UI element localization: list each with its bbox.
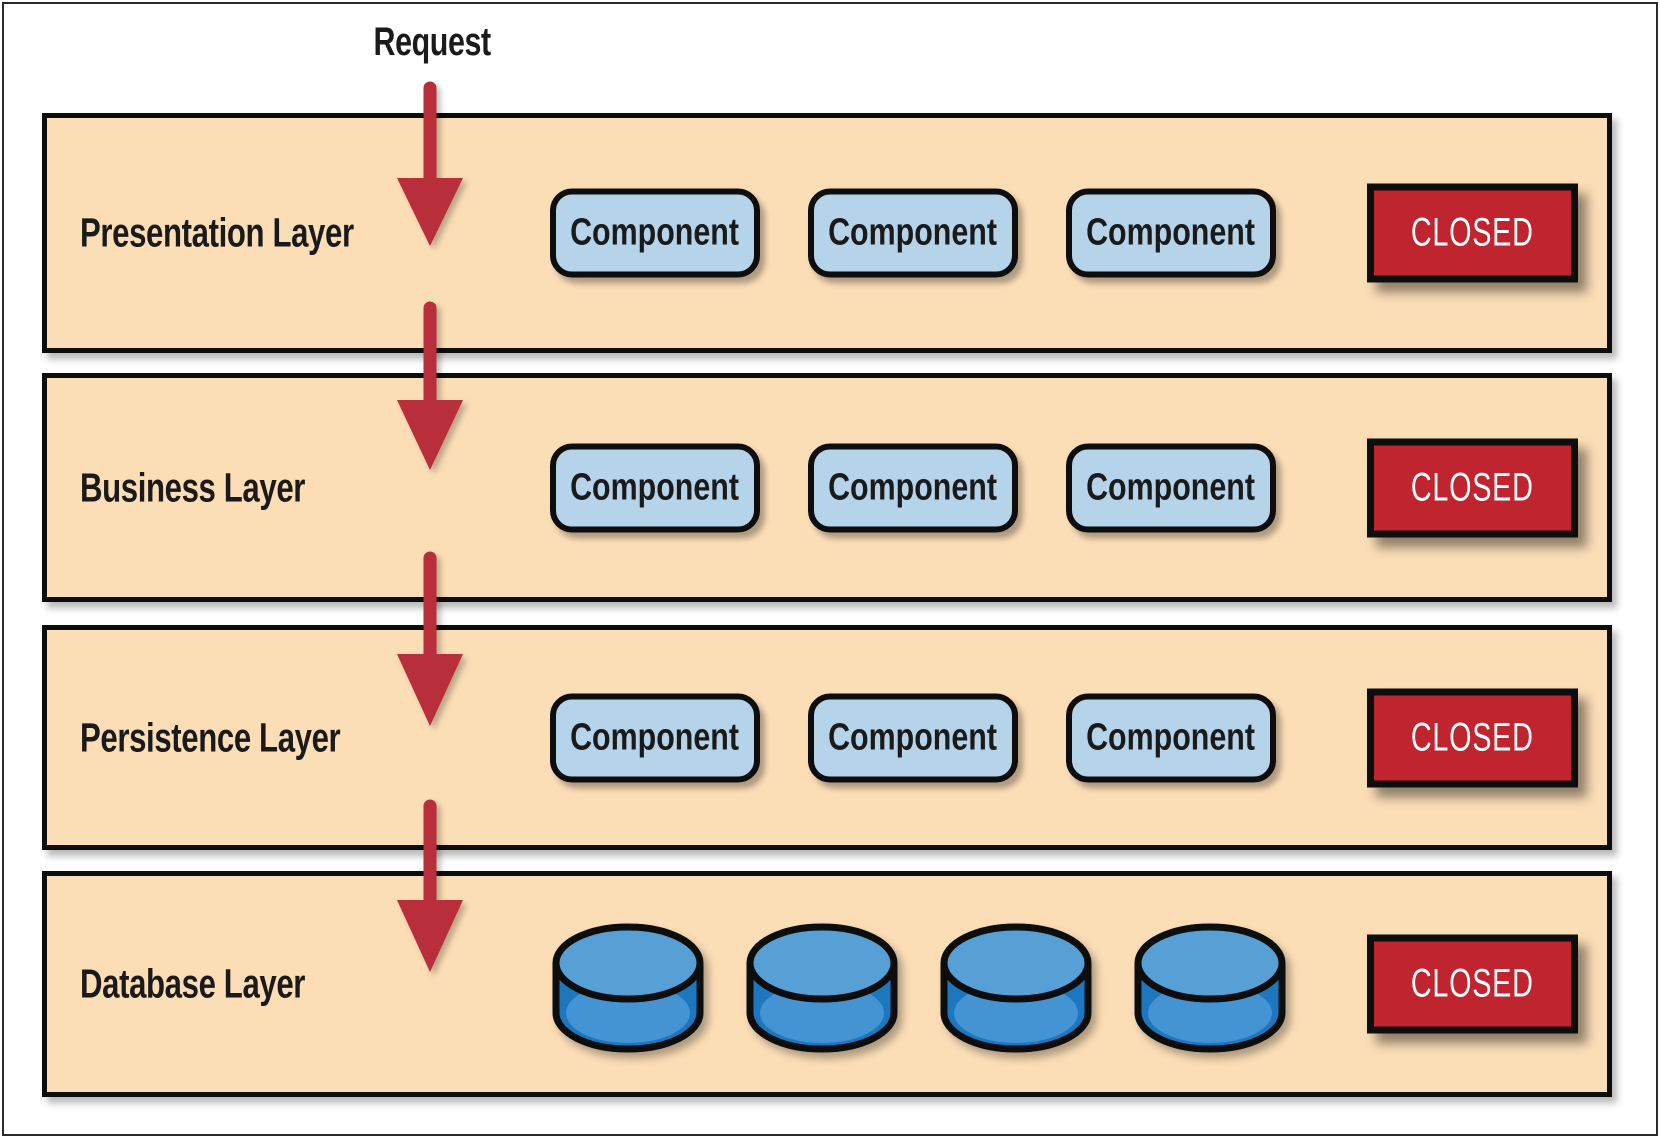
component-box: Component — [808, 188, 1018, 278]
layer-label: Business Layer — [80, 464, 306, 510]
database-cylinder-icon — [940, 923, 1092, 1053]
layer-persistence: Persistence Layer Component Component Co… — [42, 625, 1612, 850]
component-label: Component — [1086, 716, 1256, 758]
closed-badge: CLOSED — [1367, 183, 1578, 283]
component-box: Component — [1066, 188, 1276, 278]
request-label: Request — [282, 20, 582, 65]
closed-badge-label: CLOSED — [1411, 465, 1534, 509]
closed-badge-label: CLOSED — [1411, 715, 1534, 759]
component-box: Component — [550, 693, 760, 782]
component-box: Component — [550, 188, 760, 278]
component-label: Component — [1086, 466, 1256, 508]
component-box: Component — [550, 443, 760, 532]
component-label: Component — [1086, 211, 1256, 254]
closed-badge: CLOSED — [1367, 934, 1578, 1034]
layer-label: Presentation Layer — [80, 209, 354, 256]
database-cylinder-icon — [746, 923, 898, 1053]
component-label: Component — [828, 716, 998, 758]
closed-badge: CLOSED — [1367, 438, 1578, 537]
component-box: Component — [1066, 443, 1276, 532]
component-label: Component — [828, 211, 998, 254]
component-label: Component — [570, 716, 740, 758]
layer-label: Persistence Layer — [80, 714, 341, 760]
closed-badge-label: CLOSED — [1411, 210, 1534, 255]
database-cylinder-icon — [552, 923, 704, 1053]
component-label: Component — [828, 466, 998, 508]
closed-badge: CLOSED — [1367, 688, 1578, 787]
component-label: Component — [570, 211, 740, 254]
component-box: Component — [1066, 693, 1276, 782]
layer-business: Business Layer Component Component Compo… — [42, 373, 1612, 602]
layer-label: Database Layer — [80, 960, 306, 1007]
closed-badge-label: CLOSED — [1411, 961, 1534, 1006]
request-label-text: Request — [373, 20, 491, 64]
database-cylinder-icon — [1134, 923, 1286, 1053]
component-label: Component — [570, 466, 740, 508]
component-box: Component — [808, 693, 1018, 782]
layer-database: Database Layer CLOSED — [42, 871, 1612, 1097]
layer-presentation: Presentation Layer Component Component C… — [42, 113, 1612, 353]
component-box: Component — [808, 443, 1018, 532]
